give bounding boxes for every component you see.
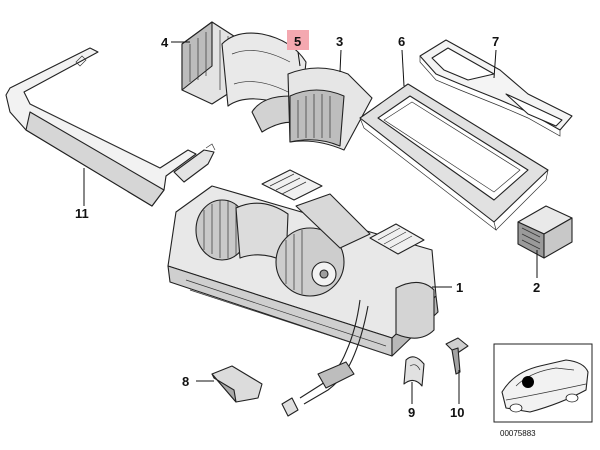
part-8-bracket[interactable] xyxy=(211,365,263,403)
callout-10[interactable]: 10 xyxy=(450,405,464,420)
location-marker-icon xyxy=(522,376,534,388)
callout-4[interactable]: 4 xyxy=(161,35,169,50)
part-7-gasket[interactable] xyxy=(419,39,573,137)
part-3-blower-housing-half[interactable] xyxy=(287,67,373,151)
callout-11[interactable]: 11 xyxy=(75,206,89,221)
callout-5[interactable]: 5 xyxy=(294,34,301,49)
callout-8[interactable]: 8 xyxy=(182,374,189,389)
vehicle-location-thumbnail xyxy=(493,343,593,423)
callout-5-highlight xyxy=(287,30,309,50)
part-2-filter-block[interactable] xyxy=(517,205,573,259)
part-11-trim-panel[interactable] xyxy=(5,47,216,207)
callout-2[interactable]: 2 xyxy=(533,280,540,295)
part-10-screw[interactable] xyxy=(445,337,469,375)
callout-7[interactable]: 7 xyxy=(492,34,499,49)
part-1-blower-housing[interactable] xyxy=(167,169,439,417)
leader-lines xyxy=(83,41,538,404)
part-5-scroll-cover[interactable] xyxy=(221,32,307,133)
callout-3[interactable]: 3 xyxy=(336,34,343,49)
callout-9[interactable]: 9 xyxy=(408,405,415,420)
part-6-frame[interactable] xyxy=(359,83,549,231)
reference-number: 00075883 xyxy=(500,429,536,438)
callout-6[interactable]: 6 xyxy=(398,34,405,49)
callout-1[interactable]: 1 xyxy=(456,280,463,295)
part-9-clip[interactable] xyxy=(403,356,425,387)
